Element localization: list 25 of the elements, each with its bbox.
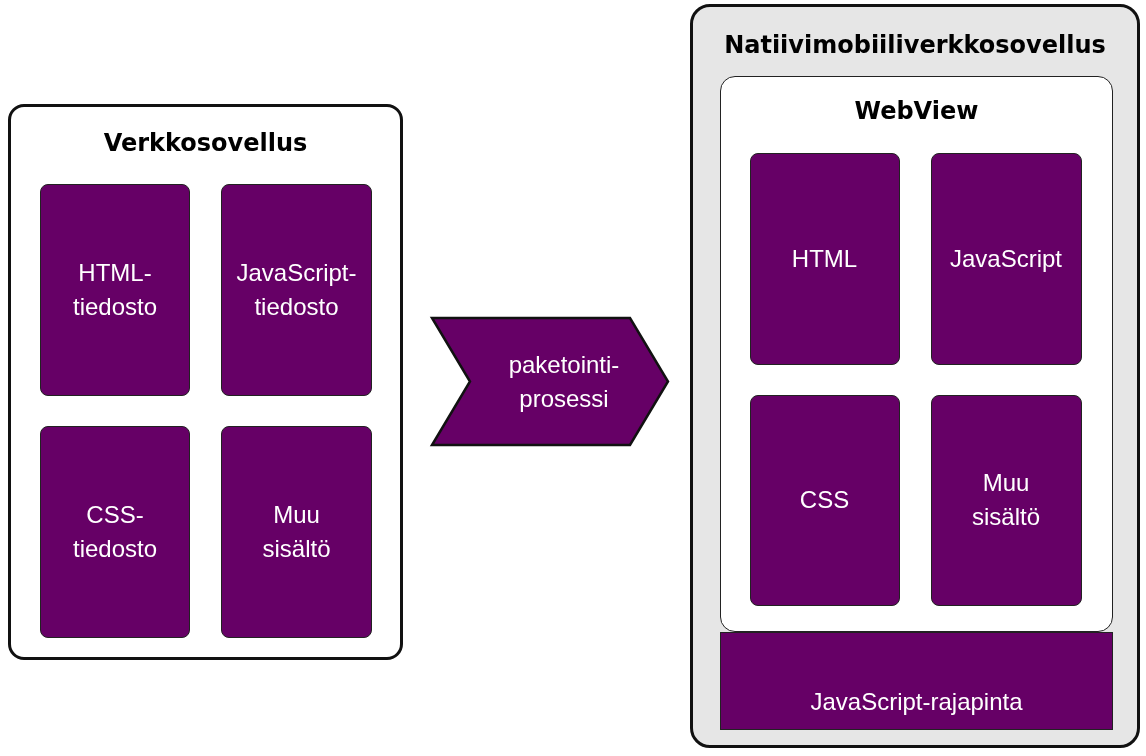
- file-box: [221, 184, 372, 396]
- file-box: [40, 184, 190, 396]
- box-label: HTML: [791, 243, 858, 274]
- webview-panel: [720, 76, 1113, 632]
- panel-title: Natiivimobiiliverkkosovellus: [723, 31, 1107, 59]
- box-label: CSS- tiedosto: [72, 500, 158, 564]
- box-label: JavaScript-rajapinta: [810, 687, 1023, 718]
- content-box: [930, 394, 1082, 606]
- file-box: [40, 426, 190, 638]
- box-label: Muu sisältö: [972, 468, 1040, 532]
- content-box: [930, 152, 1082, 365]
- panel-title: Verkkosovellus: [102, 129, 309, 157]
- panel-title: WebView: [853, 97, 980, 125]
- box-label: HTML- tiedosto: [72, 258, 158, 322]
- box-label: JavaScript- tiedosto: [236, 258, 357, 322]
- box-label: JavaScript: [949, 243, 1062, 274]
- box-label: CSS: [799, 485, 850, 516]
- native-app-panel: [690, 4, 1140, 748]
- content-box: [749, 152, 900, 365]
- box-label: paketointi- prosessi: [508, 349, 620, 414]
- app-panel: [8, 104, 403, 660]
- content-box: [749, 394, 900, 606]
- api-bar: [720, 632, 1113, 730]
- file-box: [221, 426, 372, 638]
- box-label: Muu sisältö: [262, 500, 331, 564]
